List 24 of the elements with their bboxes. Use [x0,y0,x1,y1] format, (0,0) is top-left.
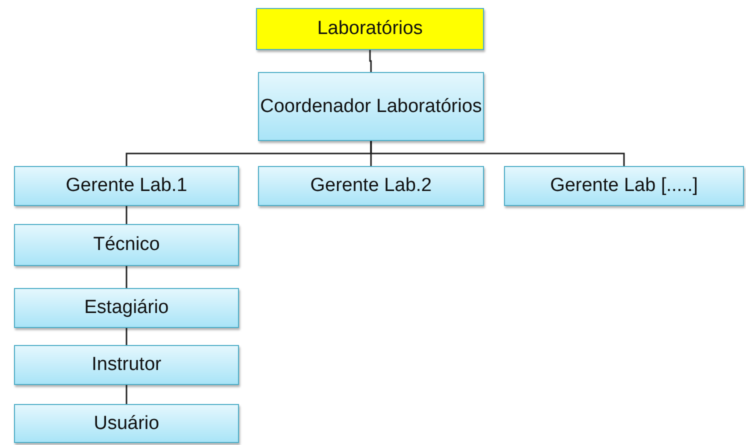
role-label: Gerente Lab.1 [66,174,188,198]
root-box [256,8,484,50]
connector-line [126,385,128,404]
connector-line [126,206,128,224]
connector-line [370,141,625,166]
role-box [258,166,484,206]
role-box [258,72,484,141]
connector-line [126,266,128,288]
role-label: Gerente Lab.2 [310,174,432,198]
role-label: Gerente Lab [.....] [550,174,698,198]
role-box [14,404,239,443]
role-label: Usuário [94,412,160,436]
role-label: Coordenador Laboratórios [260,94,482,118]
connector-line [126,328,128,345]
connector-line [369,50,372,72]
role-label: Estagiário [84,296,169,320]
role-box [14,166,239,206]
role-label: Laboratórios [317,17,423,41]
role-box [14,345,239,385]
role-label: Instrutor [92,353,162,377]
role-box [14,288,239,328]
role-box [504,166,744,206]
role-box [14,224,239,266]
role-label: Técnico [93,233,160,257]
